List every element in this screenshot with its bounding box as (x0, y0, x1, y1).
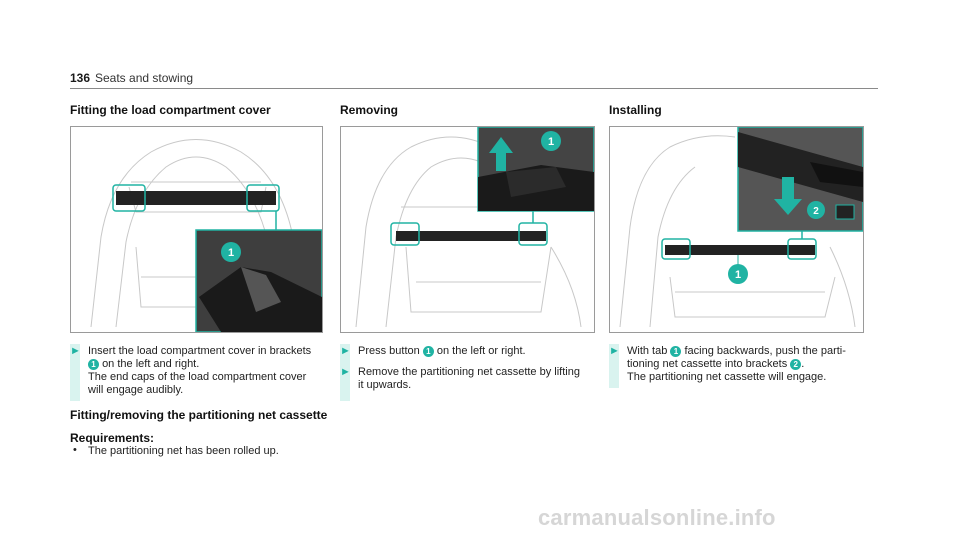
step-insert-cover: Insert the load compartment cover in bra… (88, 345, 312, 396)
badge-1: 1 (88, 359, 99, 370)
badge-1: 1 (670, 346, 682, 357)
bullet-icon: • (73, 444, 77, 456)
step-arrow-icon: ► (340, 366, 351, 378)
badge-2: 2 (790, 359, 802, 370)
heading-fitting-cover: Fitting the load compartment cover (70, 103, 271, 117)
figure-removing-net: 1 (340, 126, 595, 333)
callout-1: 1 (548, 136, 554, 148)
step-press-button: Press button 1 on the left or right. (358, 345, 526, 357)
heading-fitting-removing-net: Fitting/removing the partitioning net ca… (70, 408, 328, 422)
step-arrow-icon: ► (340, 345, 351, 357)
step-bar (340, 344, 350, 401)
step-install-cassette: With tab 1 facing backwards, push the pa… (627, 345, 846, 383)
callout-2: 2 (813, 206, 819, 217)
step-bar (609, 344, 619, 388)
header-divider (70, 88, 878, 89)
figure-load-cover: 1 (70, 126, 323, 333)
step-bar (70, 344, 80, 401)
step-remove-cassette: Remove the partitioning net cassette by … (358, 366, 580, 391)
heading-removing: Removing (340, 103, 399, 117)
figure-installing-net: 1 2 (609, 126, 864, 333)
badge-1: 1 (422, 346, 434, 357)
section-title: Seats and stowing (95, 71, 194, 85)
callout-1: 1 (228, 247, 234, 259)
step-arrow-icon: ► (70, 345, 81, 357)
step-arrow-icon: ► (609, 345, 620, 357)
watermark: carmanualsonline.info (538, 505, 776, 530)
callout-1: 1 (735, 269, 741, 281)
page-number: 136 (70, 71, 91, 85)
heading-installing: Installing (609, 103, 662, 117)
requirement-item: The partitioning net has been rolled up. (88, 445, 279, 457)
requirements-label: Requirements: (70, 431, 155, 445)
